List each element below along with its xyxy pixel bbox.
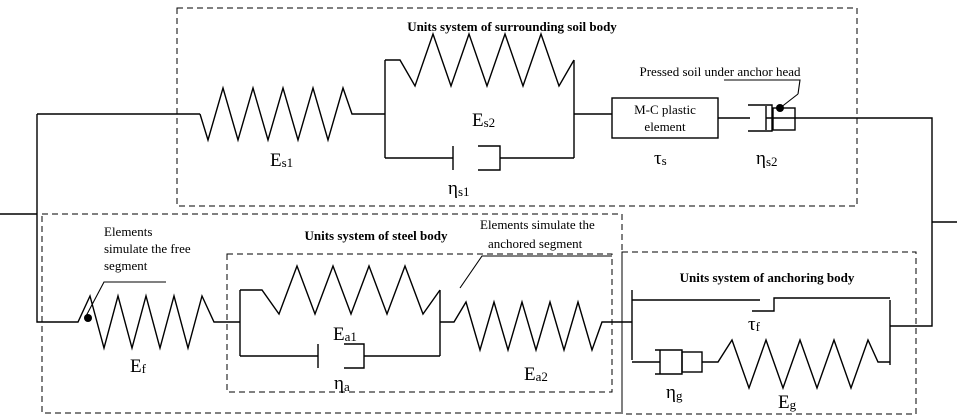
pressed-soil-label: Pressed soil under anchor head (639, 64, 801, 79)
spring-eg (702, 337, 890, 391)
spring-es2 (385, 31, 575, 89)
free-segment-label-line2: simulate the free (104, 241, 191, 256)
steel-units-title: Units system of steel body (305, 228, 448, 243)
symbol-tau-s: τs (654, 148, 667, 169)
pressed-soil-marker (776, 104, 784, 112)
left-main-wire (36, 114, 60, 323)
pressed-soil-leader (724, 79, 801, 95)
symbol-eta-s2: ηs2 (756, 148, 778, 169)
right-main-wire (795, 117, 933, 327)
anchored-segment-label-line2: anchored segment (488, 236, 583, 251)
anchored-segment-label-line1: Elements simulate the (480, 217, 595, 232)
symbol-ea1: Ea1 (333, 324, 357, 345)
free-segment-leader (84, 281, 166, 319)
dashpot-g-block (681, 351, 703, 373)
spring-ef (60, 293, 240, 351)
steel-units-inner-box (226, 253, 613, 393)
friction-element (752, 297, 890, 312)
symbol-ea2: Ea2 (524, 364, 548, 385)
symbol-tau-f: τf (748, 314, 761, 335)
anchoring-units-box (621, 251, 917, 415)
symbol-es2: Es2 (472, 110, 495, 131)
mc-label-line2: element (644, 119, 686, 134)
symbol-ef: Ef (130, 356, 147, 377)
soil-units-title: Units system of surrounding soil body (407, 19, 617, 34)
mc-label-line1: M-C plastic (634, 102, 696, 117)
free-segment-marker (84, 314, 92, 322)
symbol-eta-s1: ηs1 (448, 178, 470, 199)
spring-ea2 (440, 299, 632, 353)
symbol-es1: Es1 (270, 150, 293, 171)
spring-es1 (199, 85, 385, 143)
soil-units-box (176, 7, 858, 207)
dashpot-s1-cylinder (478, 145, 501, 171)
symbol-eta-g: ηg (666, 382, 683, 403)
anchored-segment-leader (459, 255, 612, 289)
spring-ea1 (240, 264, 441, 316)
anchoring-units-title: Units system of anchoring body (680, 270, 855, 285)
steel-units-outer-box (41, 213, 623, 414)
free-segment-label-line1: Elements (104, 224, 152, 239)
dashpot-a-cylinder (344, 343, 365, 369)
symbol-eg: Eg (778, 392, 797, 413)
pressed-soil-box (772, 107, 796, 131)
symbol-eta-a: ηa (334, 373, 350, 394)
free-segment-label-line3: segment (104, 258, 148, 273)
